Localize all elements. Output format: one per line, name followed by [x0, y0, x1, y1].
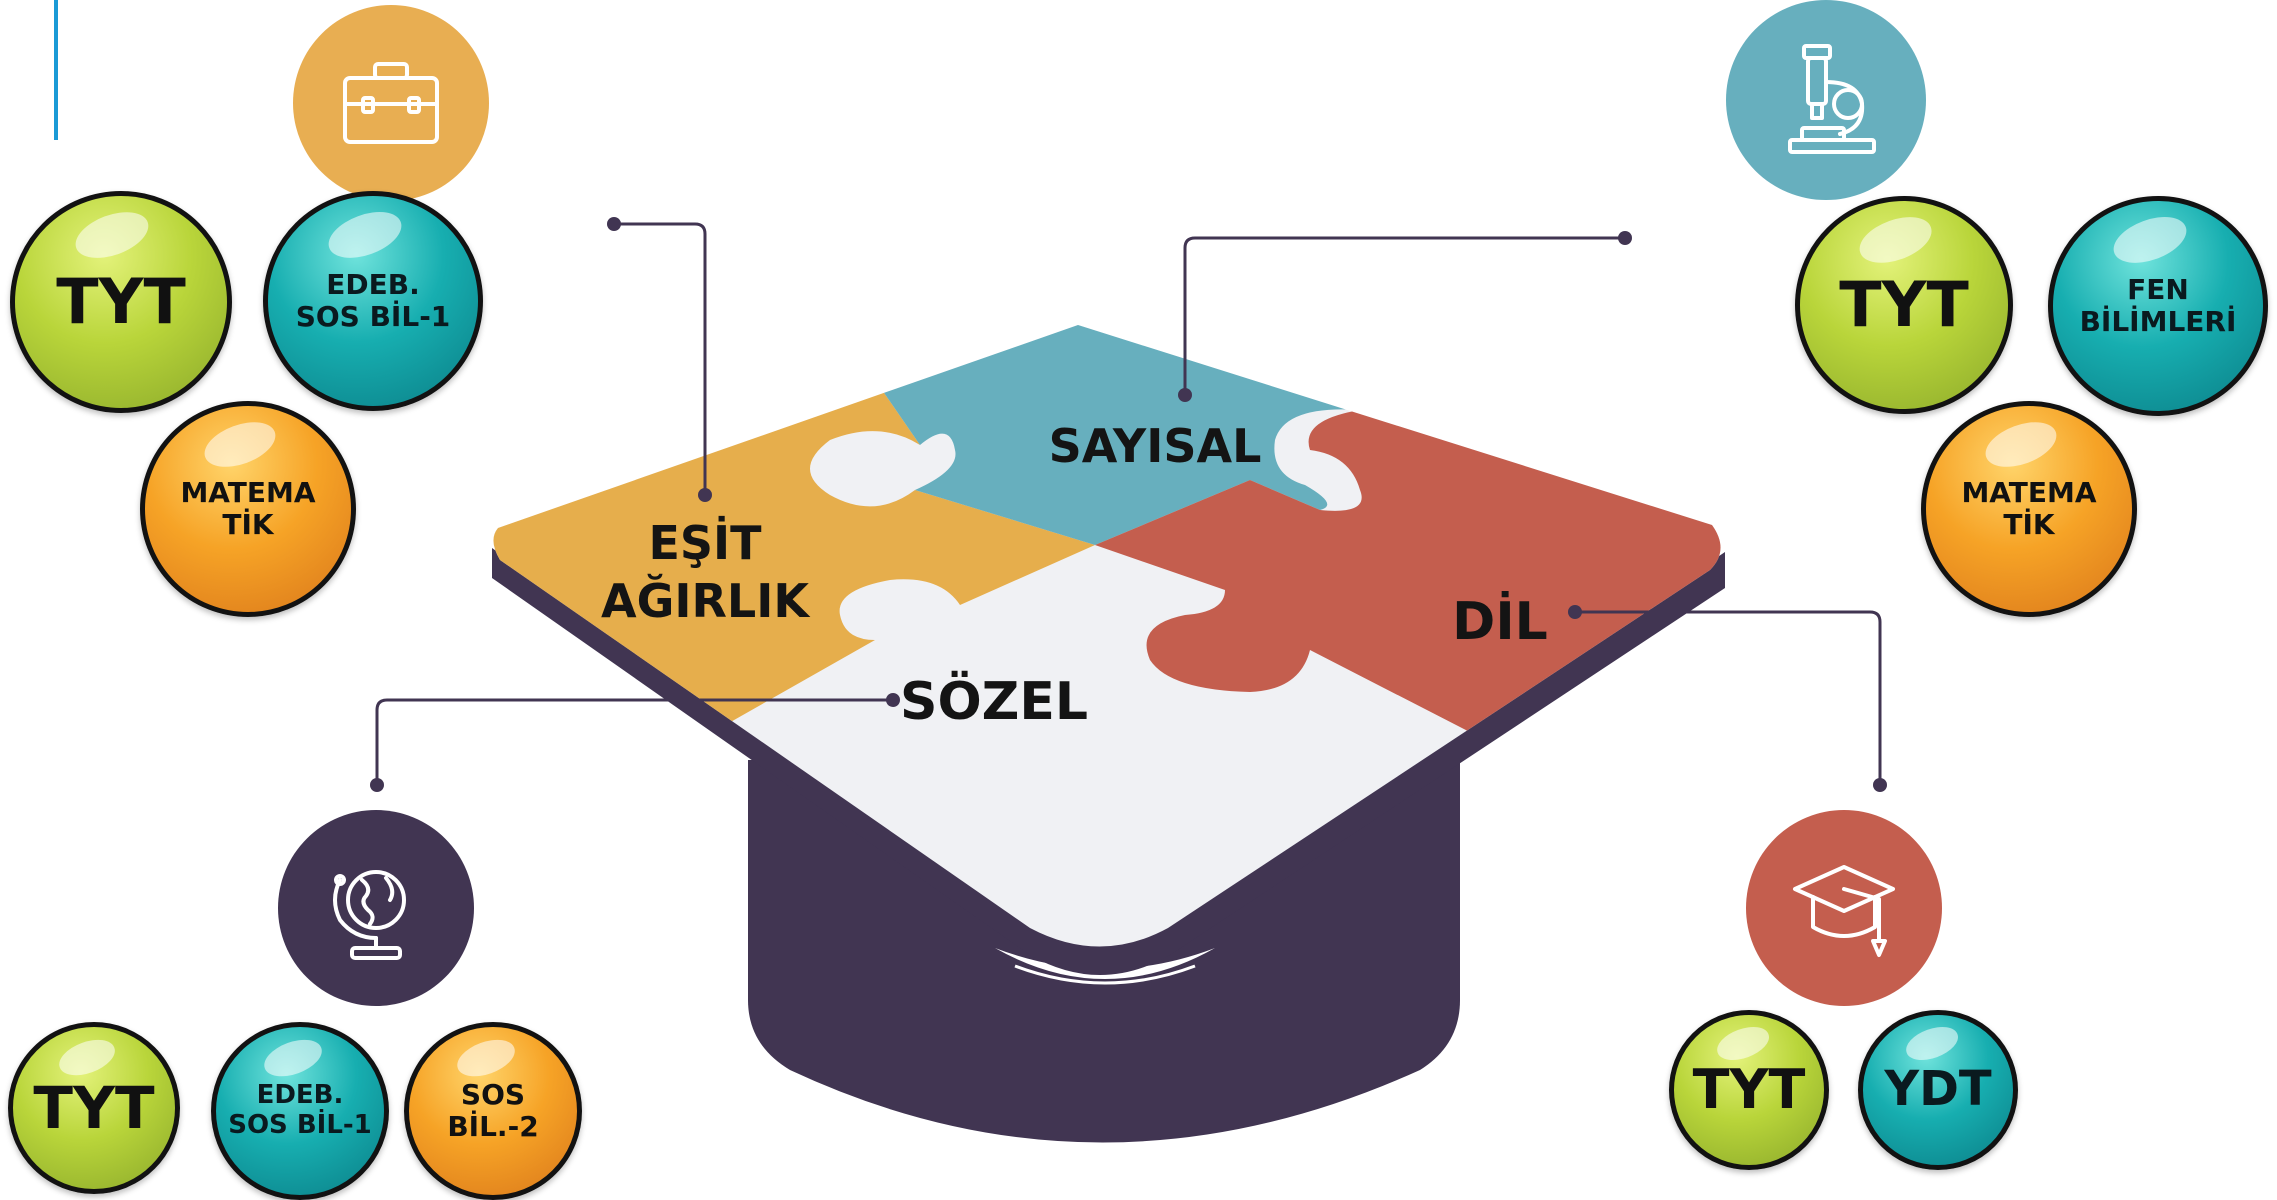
label-esit-agirlik-line1: EŞİT	[648, 516, 762, 570]
tyt-ball-dil: TYT	[1669, 1010, 1829, 1170]
tyt-ball-esit-agirlik: TYT	[10, 191, 232, 413]
tyt-label: TYT	[56, 265, 186, 339]
label-esit-agirlik: EŞİT AĞIRLIK	[575, 515, 835, 630]
connector-lines	[375, 222, 1882, 785]
subject-line2: BİLİMLERİ	[2079, 305, 2237, 338]
graduation-cap-icon-circle	[1746, 810, 1942, 1006]
subject-ball-matematik: MATEMA TİK	[140, 401, 356, 617]
connector-sozel	[375, 698, 893, 785]
subject-line2: TİK	[2003, 508, 2055, 541]
globe-icon	[333, 870, 406, 960]
subject-ball-edeb-sos-bil-1: EDEB. SOS BİL-1	[211, 1022, 389, 1200]
subject-line2: SOS BİL-1	[228, 1110, 372, 1140]
label-esit-agirlik-line2: AĞIRLIK	[601, 573, 809, 628]
microscope-icon-circle	[1726, 0, 1926, 200]
subject-ball-ydt: YDT	[1858, 1010, 2018, 1170]
label-sayisal: SAYISAL	[1048, 419, 1262, 473]
tyt-label: TYT	[1839, 268, 1969, 342]
label-dil: DİL	[1452, 592, 1548, 652]
dot-sayisal-1	[1618, 231, 1632, 245]
subject-line2: TİK	[222, 508, 274, 541]
dot-sayisal-2	[1178, 388, 1192, 402]
connector-dil	[1575, 610, 1882, 785]
dot-dil-1	[1568, 605, 1582, 619]
dot-sozel-1	[886, 693, 900, 707]
briefcase-icon-circle	[293, 5, 489, 201]
tyt-ball-sayisal: TYT	[1795, 196, 2013, 414]
subject-line1: MATEMA	[180, 475, 316, 509]
subject-line2: BİL.-2	[447, 1110, 539, 1143]
subject-ball-matematik: MATEMA TİK	[1921, 401, 2137, 617]
subject-ball-edeb-sos-bil-1: EDEB. SOS BİL-1	[263, 191, 483, 411]
globe-icon-circle	[278, 810, 474, 1006]
connector-sayisal	[1183, 236, 1625, 395]
connector-esit-agirlik	[614, 222, 707, 495]
microscope-icon	[1788, 44, 1876, 154]
connector-dots	[370, 217, 1887, 792]
tyt-label: TYT	[33, 1073, 155, 1142]
cap-smile	[995, 948, 1215, 979]
subject-line1: EDEB.	[256, 1080, 344, 1111]
subject-line1: SOS	[460, 1077, 526, 1111]
accent-line	[54, 0, 58, 140]
subject-ball-fen-bilimleri: FEN BİLİMLERİ	[2048, 196, 2268, 416]
dot-esit-1	[607, 217, 621, 231]
dot-sozel-2	[370, 778, 384, 792]
dot-dil-2	[1873, 778, 1887, 792]
ydt-label: YDT	[1884, 1061, 1992, 1118]
tyt-ball-sozel: TYT	[8, 1022, 180, 1194]
subject-line2: SOS BİL-1	[295, 300, 451, 333]
tyt-label: TYT	[1692, 1057, 1806, 1121]
subject-line1: EDEB.	[326, 267, 420, 301]
subject-line1: FEN	[2127, 272, 2189, 306]
graduation-cap-icon	[1793, 865, 1895, 957]
label-sozel: SÖZEL	[900, 672, 1089, 732]
cap-smile-inner	[1014, 964, 1196, 985]
subject-line1: MATEMA	[1961, 475, 2097, 509]
briefcase-icon	[343, 62, 439, 144]
subject-ball-sos-bil-2: SOS BİL.-2	[404, 1022, 582, 1200]
dot-esit-2	[698, 488, 712, 502]
